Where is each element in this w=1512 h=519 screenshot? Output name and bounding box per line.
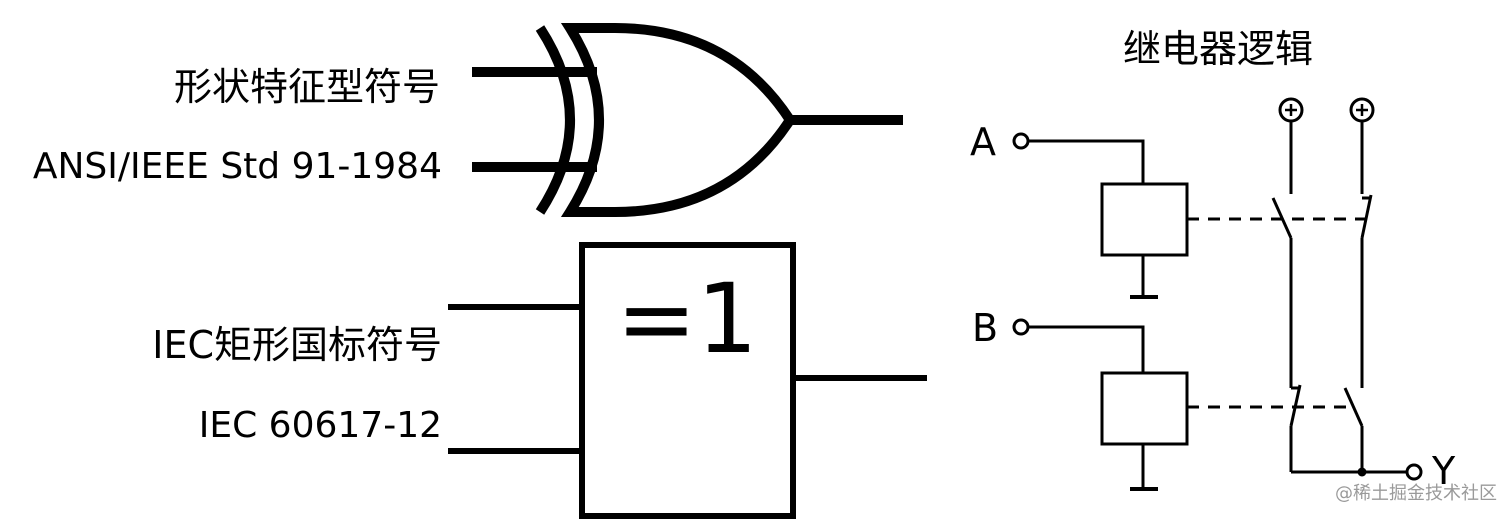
ansi-label-std: ANSI/IEEE Std 91-1984 [33, 146, 442, 187]
mechanical-linkages [1187, 217, 1366, 409]
output-y-label: Y [1431, 449, 1456, 493]
relay-a-nc-contact [1360, 194, 1373, 239]
iec-label-std: IEC 60617-12 [199, 405, 442, 446]
output-junction-dot [1357, 467, 1367, 477]
relay-title: 继电器逻辑 [1123, 27, 1313, 71]
input-b-terminal [1012, 318, 1030, 336]
input-a-wire [1028, 139, 1145, 184]
ansi-xor-gate [472, 23, 903, 217]
input-b-label: B [972, 306, 998, 350]
input-a-terminal [1012, 132, 1030, 150]
input-a-label: A [970, 120, 996, 164]
relay-a-coil [1100, 182, 1189, 257]
watermark: @稀土掘金技术社区 [1335, 483, 1497, 504]
relay-circuit [1012, 97, 1423, 491]
ansi-or-body [560, 23, 796, 217]
iec-xor-gate [448, 242, 927, 519]
ansi-label-cn: 形状特征型符号 [174, 65, 440, 109]
supply-plus-signs [1285, 104, 1368, 116]
output-y-terminal [1405, 463, 1423, 481]
input-b-wire [1028, 325, 1145, 373]
ansi-xor-extra-arc [535, 25, 575, 215]
relay-b-coil [1100, 371, 1189, 446]
relay-b-no-contact [1343, 387, 1364, 427]
iec-label-cn: IEC矩形国标符号 [152, 323, 442, 367]
iec-gate-symbol: =1 [616, 263, 758, 375]
